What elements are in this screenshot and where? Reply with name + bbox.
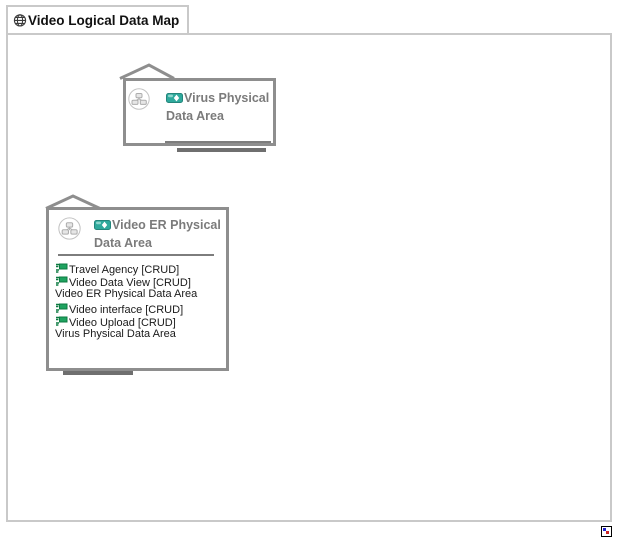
header-divider bbox=[58, 254, 214, 256]
list-item[interactable]: Video interface [CRUD] bbox=[55, 302, 225, 316]
list-item-label: Video interface [CRUD] bbox=[69, 303, 184, 316]
shape-shadow bbox=[177, 148, 266, 152]
list-item-label: Video Data View [CRUD] bbox=[69, 277, 191, 290]
data-area-icon bbox=[166, 91, 183, 108]
package-body[interactable] bbox=[123, 78, 276, 146]
member-list: Travel Agency [CRUD] Video Data View [CR… bbox=[55, 262, 225, 341]
sitemap-circle-icon bbox=[128, 88, 150, 115]
package-title-text: Virus Physical Data Area bbox=[166, 91, 270, 123]
table-icon bbox=[55, 262, 68, 279]
list-item-label: Virus Physical Data Area bbox=[55, 327, 176, 340]
list-item[interactable]: Video Data View [CRUD] bbox=[55, 275, 225, 290]
header-divider bbox=[165, 141, 271, 143]
diagram-title: Video Logical Data Map bbox=[28, 12, 180, 28]
list-item-label: Travel Agency [CRUD] bbox=[69, 264, 180, 276]
list-item[interactable]: Video ER Physical Data Area bbox=[55, 288, 225, 301]
globe-icon bbox=[13, 13, 27, 27]
package-roof bbox=[119, 63, 175, 80]
list-item-label: Video ER Physical Data Area bbox=[55, 288, 198, 301]
list-item[interactable]: Virus Physical Data Area bbox=[55, 328, 225, 341]
package-title: Video ER Physical Data Area bbox=[94, 217, 224, 252]
list-item-label: Video Upload [CRUD] bbox=[69, 316, 176, 329]
table-icon bbox=[55, 315, 68, 332]
table-icon bbox=[55, 275, 68, 292]
package-video-er-physical-data-area[interactable]: Video ER Physical Data Area Travel Agenc… bbox=[44, 193, 236, 379]
shape-shadow bbox=[63, 371, 133, 375]
broken-image-icon bbox=[601, 526, 612, 537]
list-item[interactable]: Video Upload [CRUD] bbox=[55, 315, 225, 329]
package-virus-physical-data-area[interactable]: Virus Physical Data Area bbox=[118, 63, 283, 158]
list-item[interactable]: Travel Agency [CRUD] bbox=[55, 262, 225, 276]
data-area-icon bbox=[94, 218, 111, 235]
package-title-text: Video ER Physical Data Area bbox=[94, 218, 221, 250]
table-icon bbox=[55, 302, 68, 319]
sitemap-circle-icon bbox=[58, 217, 81, 245]
package-title: Virus Physical Data Area bbox=[166, 90, 270, 125]
package-roof bbox=[45, 194, 101, 210]
diagram-tab[interactable]: Video Logical Data Map bbox=[6, 5, 189, 35]
